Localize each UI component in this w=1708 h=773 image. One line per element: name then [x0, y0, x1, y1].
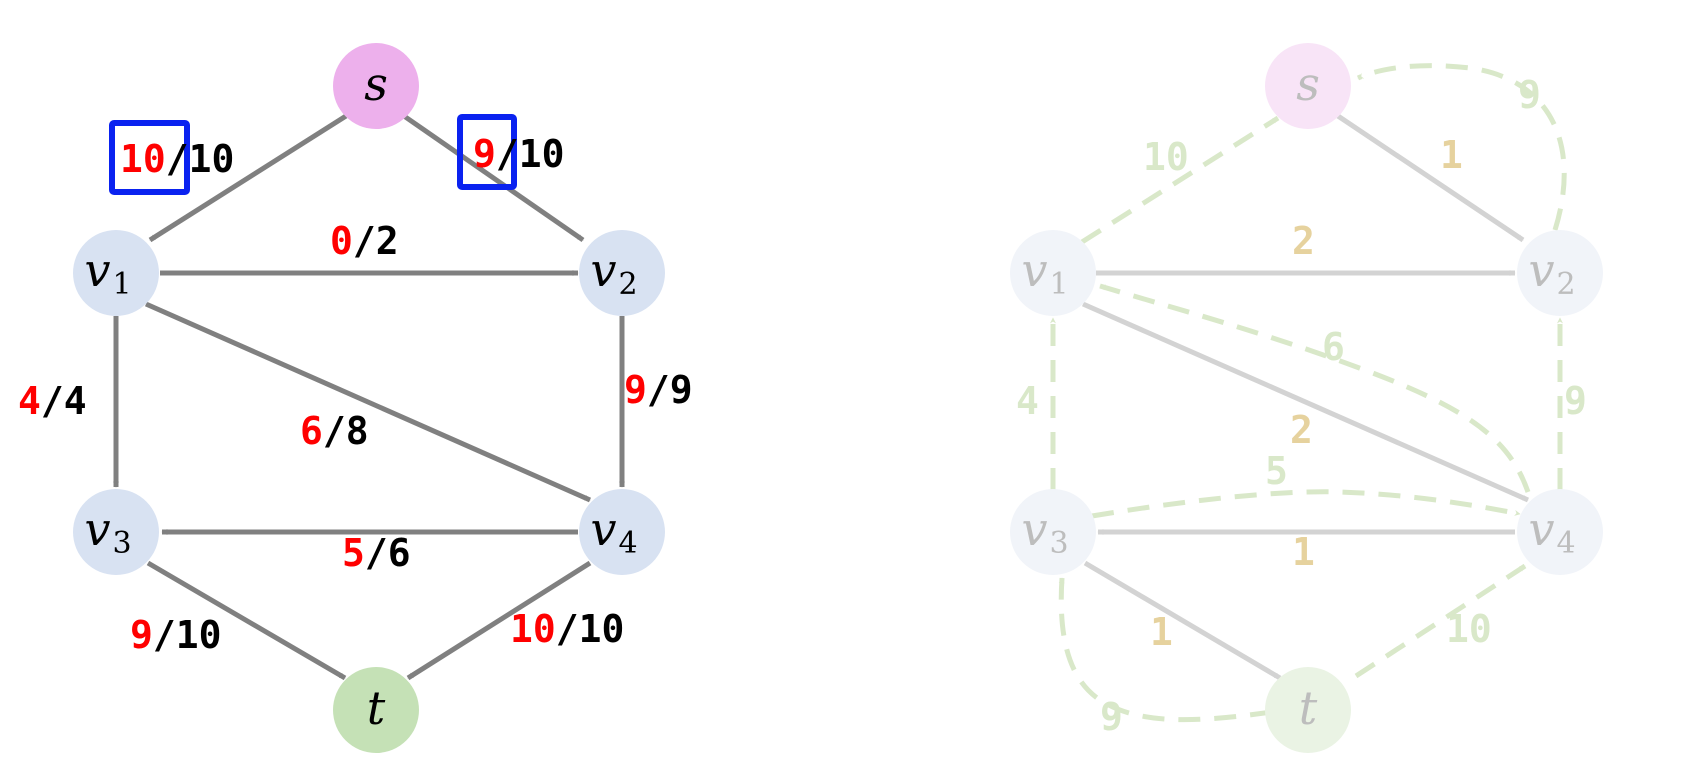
- svg-text:v2: v2: [1528, 243, 1575, 302]
- svg-text:v2: v2: [590, 243, 637, 302]
- res-label-v4-v1: 6: [1322, 325, 1345, 369]
- svg-text:t: t: [367, 681, 386, 735]
- res-edge-v1-v4: [1081, 301, 1530, 503]
- label-v3-t: 9/10: [130, 613, 222, 657]
- res-edge-s-v2: [1336, 113, 1525, 243]
- svg-text:v3: v3: [84, 502, 131, 561]
- label-v2-v4: 9/9: [624, 368, 693, 412]
- res-label-v3-t: 1: [1150, 610, 1173, 654]
- edge-s-v2: [402, 113, 585, 243]
- res-label-t-v4: 10: [1446, 607, 1492, 651]
- res-edge-v2-s: [1356, 63, 1567, 231]
- node-v4: v4: [579, 489, 665, 575]
- res-label-v1-v4: 2: [1290, 408, 1313, 452]
- svg-text:v3: v3: [1021, 502, 1068, 561]
- res-label-v2-s: 9: [1518, 73, 1541, 117]
- res-edge-v3-v4: [1091, 489, 1521, 519]
- residual-reverse-edges: [1050, 63, 1567, 723]
- edge-v4-t: [406, 560, 592, 681]
- res-label-v1-v2: 2: [1292, 219, 1315, 263]
- res-label-v4-v3: 1: [1292, 530, 1315, 574]
- node-t: t: [333, 667, 419, 753]
- highlight-box-s-v2: [457, 114, 517, 190]
- highlight-box-s-v1: [109, 120, 190, 195]
- edge-v1-v4: [144, 301, 592, 503]
- label-v4-v3: 5/6: [342, 531, 411, 575]
- res-label-v3-v4: 5: [1265, 449, 1288, 493]
- res-label-s-v2: 1: [1440, 133, 1463, 177]
- label-v1-v3: 4/4: [18, 379, 87, 423]
- svg-text:v4: v4: [1528, 502, 1575, 561]
- res-node-v4: v4: [1517, 489, 1603, 575]
- res-node-s: s: [1265, 43, 1351, 129]
- svg-text:s: s: [1296, 57, 1320, 111]
- res-node-v1: v1: [1010, 230, 1096, 316]
- res-label-v1-s: 10: [1143, 135, 1189, 179]
- svg-text:s: s: [364, 57, 388, 111]
- node-v3: v3: [73, 489, 159, 575]
- res-edge-v1-s: [1080, 115, 1280, 245]
- label-s-v1: 10/10: [120, 137, 234, 181]
- flow-edges: [113, 113, 625, 681]
- res-node-v2: v2: [1517, 230, 1603, 316]
- svg-text:v4: v4: [590, 502, 637, 561]
- label-v4-t: 10/10: [510, 607, 624, 651]
- res-node-v3: v3: [1010, 489, 1096, 575]
- label-v1-v4: 6/8: [300, 409, 369, 453]
- flow-network: s v1 v2 v3 v4 t: [18, 43, 693, 753]
- res-label-v4-v2: 9: [1564, 379, 1587, 423]
- node-v1: v1: [73, 230, 159, 316]
- res-edge-t-v4: [1354, 563, 1527, 679]
- node-s: s: [333, 43, 419, 129]
- node-v2: v2: [579, 230, 665, 316]
- edge-v3-t: [146, 560, 347, 681]
- flow-nodes: s v1 v2 v3 v4 t: [73, 43, 665, 753]
- res-edge-v3-t: [1083, 560, 1282, 681]
- res-label-v3-v1: 4: [1016, 379, 1039, 423]
- residual-network: s v1 v2 v3 v4 t: [1010, 43, 1603, 753]
- res-node-t: t: [1265, 667, 1351, 753]
- edge-s-v1: [148, 113, 348, 243]
- residual-reverse-labels: 10 9 4 6 9 5 10 9: [1016, 73, 1587, 739]
- label-s-v2: 9/10: [473, 132, 565, 176]
- flow-labels: 10/10 9/10 0/2 4/4 6/8 9/9 5/6 9/10 10/1…: [18, 132, 693, 657]
- svg-text:t: t: [1299, 681, 1318, 735]
- svg-text:v1: v1: [84, 243, 131, 302]
- res-label-t-v3: 9: [1100, 695, 1123, 739]
- res-edge-t-v3: [1058, 577, 1273, 723]
- label-v1-v2: 0/2: [330, 219, 399, 263]
- residual-forward-edges: [1081, 113, 1530, 681]
- svg-text:v1: v1: [1021, 243, 1068, 302]
- residual-forward-labels: 1 2 2 1 1: [1150, 133, 1463, 654]
- residual-nodes: s v1 v2 v3 v4 t: [1010, 43, 1603, 753]
- res-edge-v4-v1: [1099, 283, 1531, 493]
